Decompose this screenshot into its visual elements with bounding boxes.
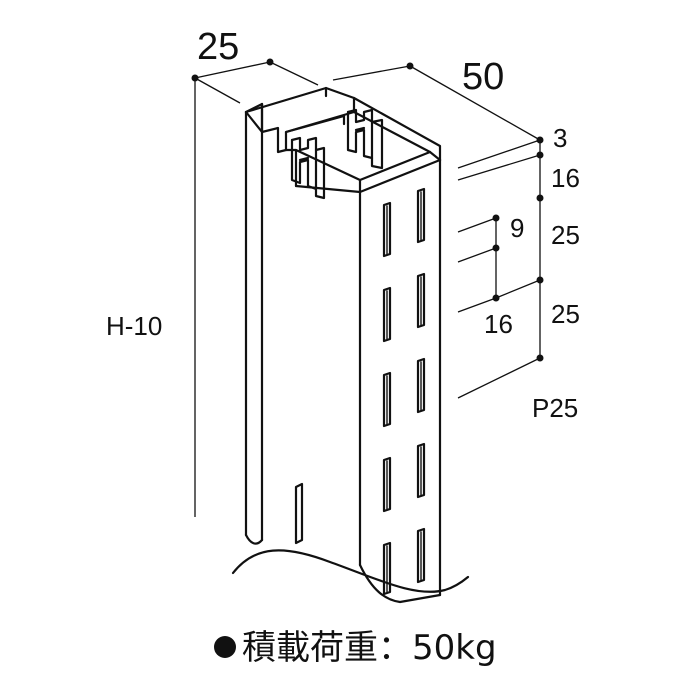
column-cut-edge <box>231 533 470 604</box>
dimension-lines <box>194 61 541 517</box>
slot-3b <box>416 357 426 414</box>
slot-length-label: 9 <box>510 213 525 243</box>
pitch-label: P25 <box>532 393 579 423</box>
slot-5b <box>416 527 426 584</box>
load-capacity-label: 積載荷重 <box>242 628 378 668</box>
slot-2b <box>416 272 426 329</box>
hook-tab-left <box>290 136 326 200</box>
slot-gap-label: 16 <box>484 309 513 339</box>
height-dimension-label: H-10 <box>106 311 163 341</box>
slot-4b <box>416 442 426 499</box>
slot-depth-lines <box>386 191 422 593</box>
depth-dimension-label: 25 <box>197 26 240 68</box>
load-capacity-caption: 積載荷重：50kg <box>214 620 497 669</box>
slot-1a <box>382 201 392 258</box>
column-left-face <box>244 102 264 542</box>
first-offset-label: 16 <box>551 163 580 193</box>
side-slot <box>294 482 304 545</box>
load-capacity-value: 50kg <box>412 628 497 668</box>
front-slots <box>382 187 426 596</box>
slot-3a <box>382 371 392 428</box>
slot-5a <box>382 541 392 596</box>
caption-separator: ： <box>378 628 412 668</box>
hook-tab-right <box>346 108 384 170</box>
slot-4a <box>382 456 392 513</box>
width-dimension-label: 50 <box>462 56 505 98</box>
column-front-face <box>358 158 442 597</box>
dimension-points <box>191 58 544 362</box>
top-gap-label: 3 <box>553 123 568 153</box>
slot-1b <box>416 187 426 244</box>
pitch-b-label: 25 <box>551 299 580 329</box>
slot-2a <box>382 286 392 343</box>
pitch-a-label: 25 <box>551 220 580 250</box>
column-top-channel <box>244 86 442 194</box>
filled-circle-icon <box>214 636 236 658</box>
